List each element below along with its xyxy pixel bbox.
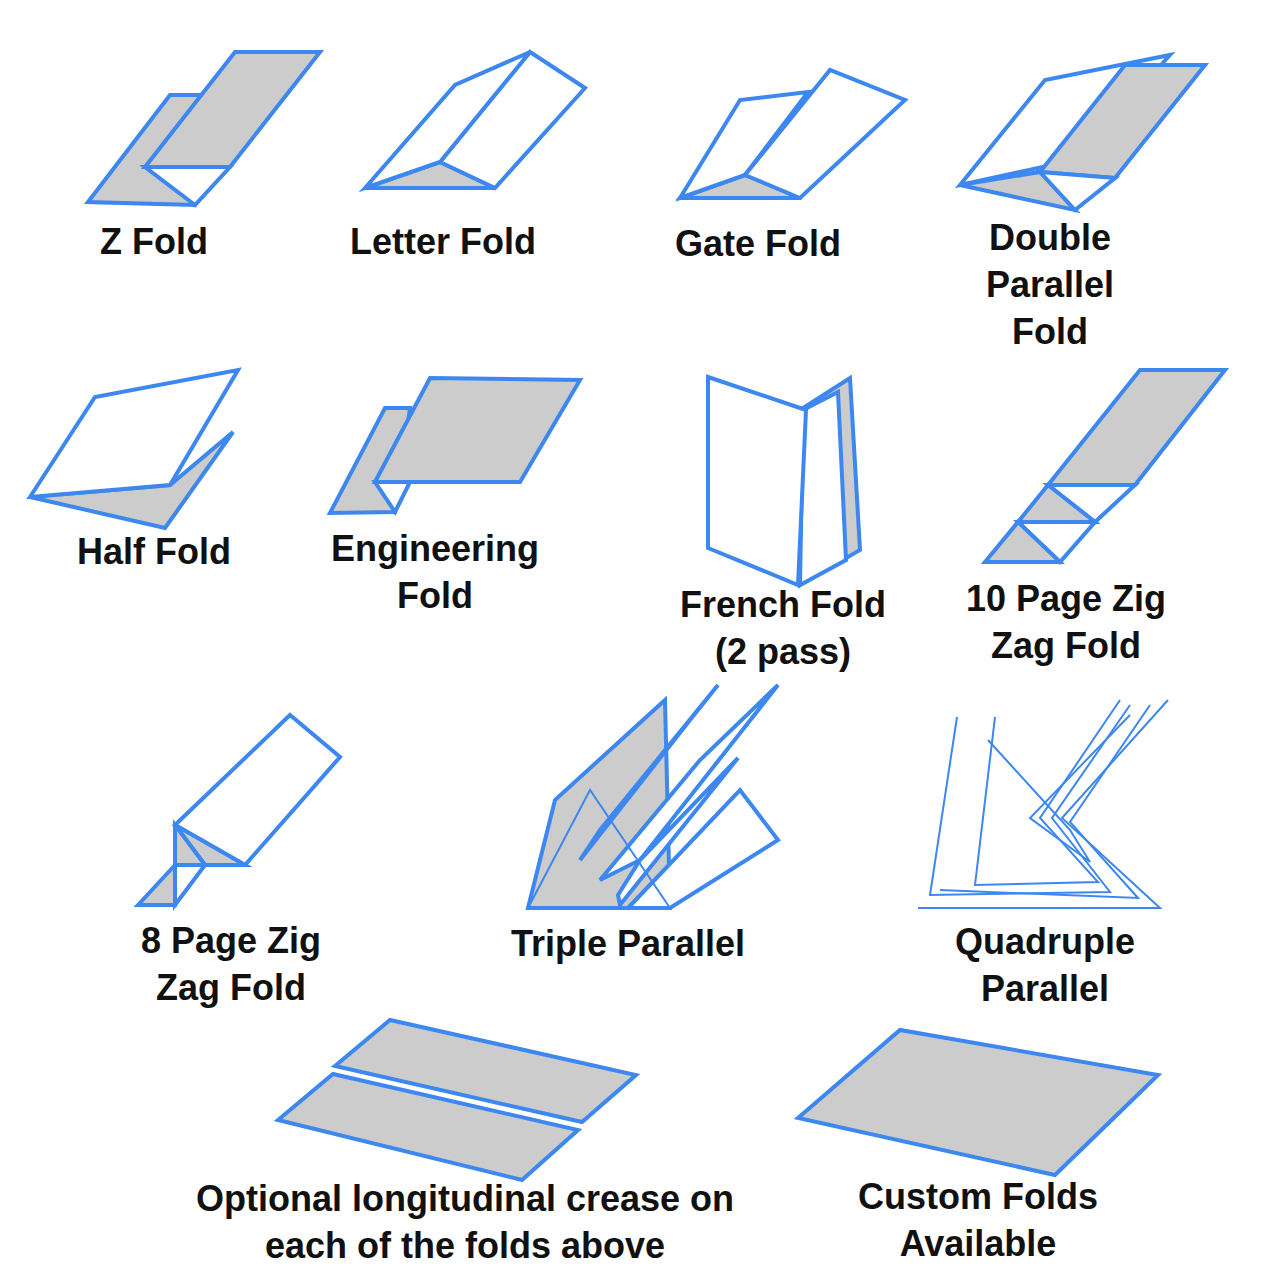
- engineering-fold-figure: [330, 378, 580, 513]
- fold-label: Quadruple Parallel: [915, 918, 1175, 1012]
- z-fold-figure: [88, 52, 320, 205]
- ten-page-zigzag-figure: [985, 370, 1225, 562]
- quadruple-parallel-figure: [918, 700, 1168, 908]
- fold-label: Gate Fold: [598, 220, 918, 267]
- fold-label: Triple Parallel: [428, 920, 828, 967]
- fold-label: Half Fold: [4, 528, 304, 575]
- french-fold-figure: [708, 377, 860, 585]
- fold-label: Engineering Fold: [305, 525, 565, 619]
- gate-fold-figure: [680, 70, 905, 198]
- fold-label: 10 Page Zig Zag Fold: [941, 575, 1191, 669]
- fold-label: Z Fold: [4, 218, 304, 265]
- crease-figure: [278, 1020, 636, 1180]
- fold-label: French Fold (2 pass): [663, 581, 903, 675]
- fold-label: 8 Page Zig Zag Fold: [111, 917, 351, 1011]
- letter-fold-figure: [365, 52, 585, 188]
- eight-page-zigzag-figure: [138, 715, 340, 905]
- triple-parallel-figure: [528, 685, 778, 908]
- custom-fold-figure: [798, 1030, 1158, 1175]
- fold-label: Optional longitudinal crease on each of …: [185, 1175, 745, 1269]
- fold-label: Letter Fold: [283, 218, 603, 265]
- fold-label: Custom Folds Available: [833, 1173, 1123, 1267]
- double-parallel-figure: [960, 55, 1205, 210]
- half-fold-figure: [30, 370, 238, 528]
- fold-label: Double Parallel Fold: [950, 214, 1150, 355]
